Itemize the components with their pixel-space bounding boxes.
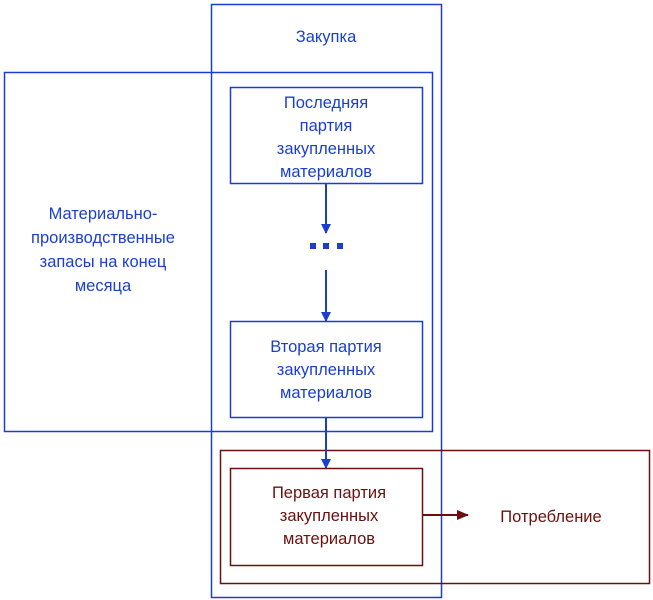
- svg-text:партия: партия: [300, 117, 353, 135]
- svg-text:материалов: материалов: [280, 384, 372, 402]
- svg-text:закупленных: закупленных: [277, 140, 376, 158]
- inventory-label: Материально- производственные запасы на …: [31, 205, 175, 295]
- purchase-title: Закупка: [296, 28, 357, 46]
- consumption-frame: [219, 449, 651, 585]
- second-batch-box: Вторая партия закупленных материалов: [229, 320, 424, 419]
- svg-text:Вторая партия: Вторая партия: [270, 338, 382, 356]
- svg-text:Материально-: Материально-: [49, 205, 158, 223]
- svg-text:Последняя: Последняя: [284, 94, 368, 112]
- consumption-label: Потребление: [500, 508, 601, 526]
- svg-text:производственные: производственные: [31, 229, 175, 247]
- svg-text:закупленных: закупленных: [277, 361, 376, 379]
- svg-text:Первая партия: Первая партия: [272, 484, 386, 502]
- inventory-frame: [3, 71, 434, 433]
- ellipsis: [310, 243, 343, 249]
- svg-text:материалов: материалов: [280, 163, 372, 181]
- svg-text:запасы на конец: запасы на конец: [40, 253, 167, 271]
- svg-text:месяца: месяца: [75, 277, 132, 295]
- last-batch-box: Последняя партия закупленных материалов: [229, 86, 424, 185]
- first-batch-box: Первая партия закупленных материалов: [229, 467, 424, 567]
- purchase-frame: [210, 3, 443, 599]
- svg-text:закупленных: закупленных: [280, 507, 379, 525]
- svg-text:материалов: материалов: [283, 530, 375, 548]
